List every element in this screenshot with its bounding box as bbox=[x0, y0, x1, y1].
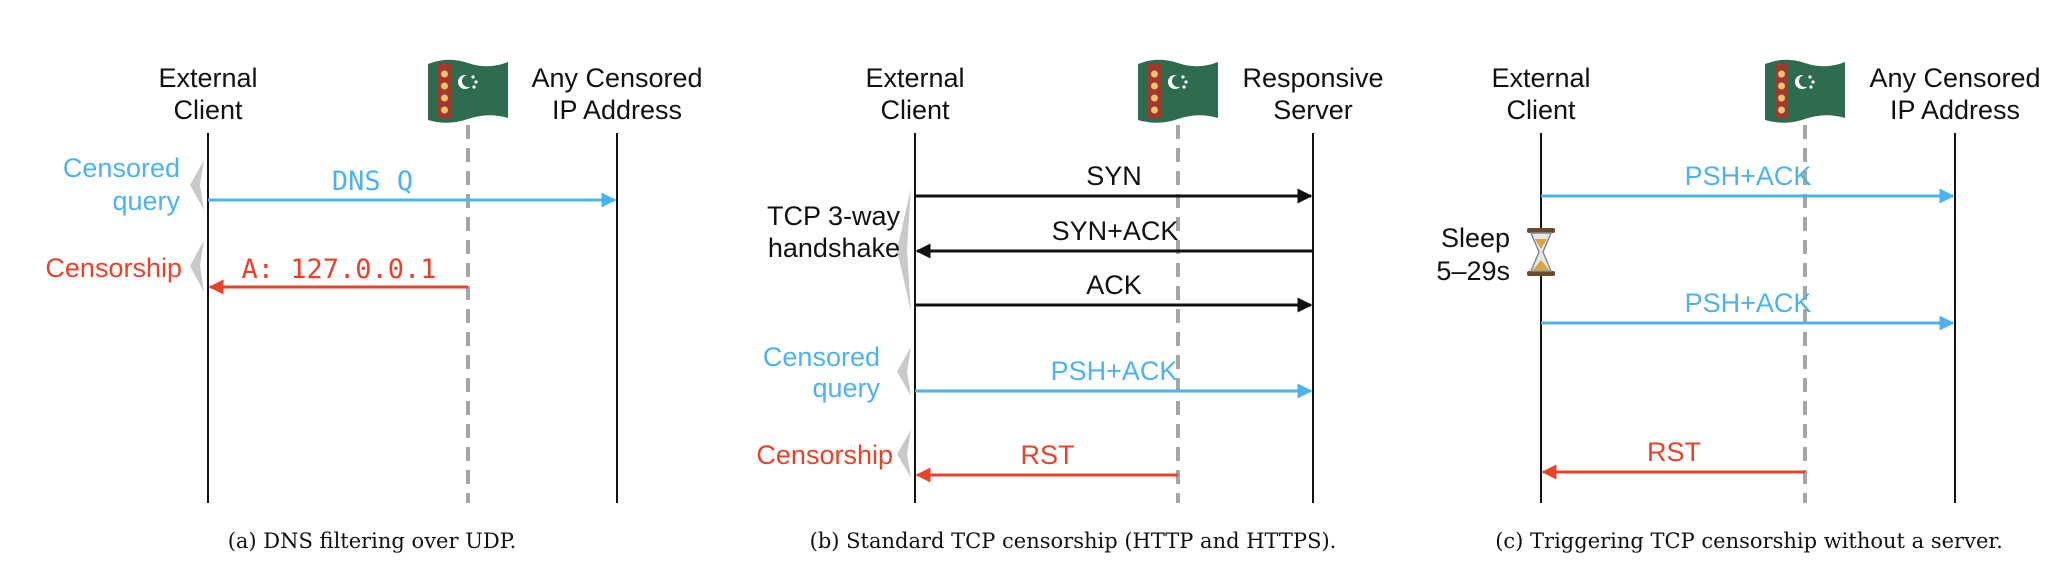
brace-marker bbox=[897, 430, 911, 478]
flag-star bbox=[471, 75, 475, 79]
flag-gul bbox=[441, 106, 448, 114]
flag-gul bbox=[1778, 94, 1785, 102]
flag-gul bbox=[1151, 94, 1158, 102]
flag-crescent-cut bbox=[1799, 75, 1811, 87]
hourglass-glass bbox=[1529, 232, 1553, 272]
message-label: A: 127.0.0.1 bbox=[241, 254, 436, 285]
phase-label: Censored bbox=[763, 342, 880, 372]
flag-gul bbox=[441, 82, 448, 90]
panel-caption: (a) DNS filtering over UDP. bbox=[228, 529, 517, 553]
flag-gul bbox=[1778, 106, 1785, 114]
flag-star bbox=[1809, 85, 1813, 89]
hourglass-sand-top bbox=[1535, 239, 1547, 249]
server-label-line: IP Address bbox=[1890, 95, 2020, 125]
hourglass-icon bbox=[1527, 228, 1555, 276]
message-label: SYN+ACK bbox=[1052, 216, 1179, 246]
turkmenistan-flag-icon bbox=[1765, 59, 1845, 123]
message-label: DNS Q bbox=[332, 166, 413, 197]
client-label-line: External bbox=[1491, 63, 1590, 93]
flag-star bbox=[1182, 85, 1186, 89]
sleep-label: Sleep bbox=[1441, 223, 1510, 253]
flag-star bbox=[1811, 80, 1815, 84]
server-label-line: Responsive bbox=[1242, 63, 1383, 93]
sleep-label: 5–29s bbox=[1436, 256, 1510, 286]
flag-star bbox=[1181, 75, 1185, 79]
brace-marker bbox=[190, 160, 204, 210]
client-label-line: External bbox=[158, 63, 257, 93]
flag-star bbox=[474, 80, 478, 84]
message-label: SYN bbox=[1086, 161, 1142, 191]
turkmenistan-flag-icon bbox=[1138, 59, 1218, 123]
hourglass-sand-bottom bbox=[1533, 260, 1549, 270]
flag-carpet-stripe bbox=[1775, 64, 1788, 118]
phase-label: handshake bbox=[768, 233, 900, 263]
phase-label: query bbox=[812, 373, 880, 403]
brace-marker bbox=[190, 240, 204, 292]
server-label-line: Any Censored bbox=[1869, 63, 2040, 93]
message-label: RST bbox=[1647, 437, 1701, 467]
phase-label: TCP 3-way bbox=[767, 201, 901, 231]
message-label: RST bbox=[1021, 440, 1075, 470]
flag-gul bbox=[1778, 70, 1785, 78]
phase-label: Censorship bbox=[45, 253, 182, 283]
server-label-line: Server bbox=[1273, 95, 1353, 125]
phase-label: query bbox=[112, 186, 180, 216]
message-label: PSH+ACK bbox=[1685, 288, 1812, 318]
panel-caption: (c) Triggering TCP censorship without a … bbox=[1495, 529, 2003, 553]
client-label-line: Client bbox=[1506, 95, 1576, 125]
flag-carpet-stripe bbox=[438, 64, 451, 118]
flag-gul bbox=[1151, 82, 1158, 90]
client-label-line: Client bbox=[173, 95, 243, 125]
brace-marker bbox=[897, 188, 911, 312]
client-label-line: Client bbox=[880, 95, 950, 125]
message-label: PSH+ACK bbox=[1685, 161, 1812, 191]
flag-star bbox=[472, 85, 476, 89]
flag-gul bbox=[441, 70, 448, 78]
flag-gul bbox=[441, 94, 448, 102]
flag-crescent-cut bbox=[1172, 75, 1184, 87]
turkmenistan-flag-icon bbox=[428, 59, 508, 123]
brace-marker bbox=[897, 347, 911, 396]
flag-crescent-cut bbox=[462, 75, 474, 87]
server-label-line: Any Censored bbox=[531, 63, 702, 93]
client-label-line: External bbox=[865, 63, 964, 93]
panel-caption: (b) Standard TCP censorship (HTTP and HT… bbox=[810, 529, 1337, 553]
flag-star bbox=[1184, 80, 1188, 84]
hourglass-cap bbox=[1527, 228, 1555, 233]
flag-star bbox=[1808, 75, 1812, 79]
flag-gul bbox=[1151, 106, 1158, 114]
phase-label: Censorship bbox=[756, 440, 893, 470]
flag-gul bbox=[1778, 82, 1785, 90]
message-label: ACK bbox=[1086, 270, 1142, 300]
flag-carpet-stripe bbox=[1148, 64, 1161, 118]
server-label-line: IP Address bbox=[552, 95, 682, 125]
phase-label: Censored bbox=[63, 153, 180, 183]
hourglass-base bbox=[1527, 271, 1555, 276]
message-label: PSH+ACK bbox=[1051, 356, 1178, 386]
flag-gul bbox=[1151, 70, 1158, 78]
